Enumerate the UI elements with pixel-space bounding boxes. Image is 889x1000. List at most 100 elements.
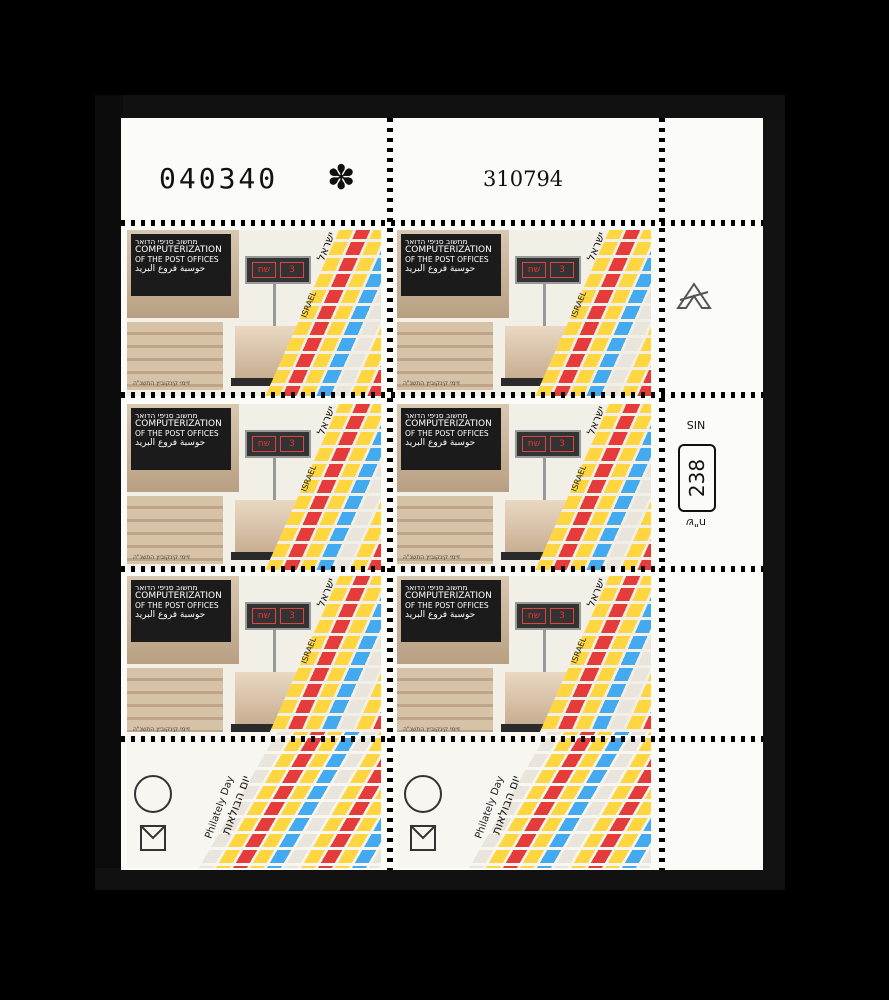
price-display: שח 3 — [515, 602, 581, 630]
screen-english-line2: OF THE POST OFFICES — [405, 255, 489, 264]
display-pole — [273, 628, 276, 674]
display-right: 3 — [280, 436, 304, 452]
display-left: שח — [252, 436, 276, 452]
display-right: 3 — [550, 262, 574, 278]
display-left: שח — [252, 262, 276, 278]
designer-credit: זיימי קינקוביץ התשנ"ה — [133, 554, 191, 561]
designer-credit: זיימי קינקוביץ התשנ"ה — [133, 726, 191, 733]
display-right: 3 — [280, 608, 304, 624]
postal-logo-icon — [676, 282, 712, 309]
stamp: מחשוב סניפי הדואר COMPUTERIZATION OF THE… — [397, 576, 651, 742]
designer-credit: זיימי קינקוביץ התשנ"ה — [403, 726, 461, 733]
screen-hebrew: מחשוב סניפי הדואר — [405, 411, 468, 420]
screen-hebrew: מחשוב סניפי הדואר — [135, 583, 198, 592]
printer — [397, 322, 493, 390]
screen-hebrew: מחשוב סניפי הדואר — [135, 237, 198, 246]
printer — [127, 496, 223, 564]
screen-arabic: حوسبة فروع البريد — [135, 610, 206, 620]
background-shadow-bottom — [95, 868, 785, 890]
scale-base — [231, 724, 303, 732]
screen-hebrew: מחשוב סניפי הדואר — [405, 237, 468, 246]
stamp: מחשוב סניפי הדואר COMPUTERIZATION OF THE… — [397, 230, 651, 396]
scale-base — [501, 724, 573, 732]
scale-base — [501, 552, 573, 560]
price-display: שח 3 — [245, 256, 311, 284]
printer — [397, 668, 493, 736]
designer-credit: זיימי קינקוביץ התשנ"ה — [133, 380, 191, 387]
designer-credit: זיימי קינקוביץ התשנ"ה — [403, 554, 461, 561]
stamp: מחשוב סניפי הדואר COMPUTERIZATION OF THE… — [127, 404, 381, 570]
screen-arabic: حوسبة فروع البريد — [135, 264, 206, 274]
display-right: 3 — [550, 436, 574, 452]
display-left: שח — [522, 608, 546, 624]
stamp: מחשוב סניפי הדואר COMPUTERIZATION OF THE… — [127, 576, 381, 742]
background-shadow-right — [760, 120, 785, 880]
printer — [397, 496, 493, 564]
display-pole — [273, 282, 276, 328]
printer — [127, 668, 223, 736]
perforation-horizontal — [121, 392, 763, 398]
philately-day-tab: יום הבולאות Philately Day — [397, 732, 651, 868]
scale-base — [231, 378, 303, 386]
screen-english-line1: COMPUTERIZATION — [405, 591, 492, 601]
printer — [127, 322, 223, 390]
price-display: שח 3 — [245, 602, 311, 630]
price-display: שח 3 — [245, 430, 311, 458]
scale-base — [231, 552, 303, 560]
stamp-sheet: 040340 ✽ 310794 NIS 238 ש"ח מחשוב סניפי … — [121, 118, 763, 870]
screen-arabic: حوسبة فروع البريد — [135, 438, 206, 448]
screen-english-line1: COMPUTERIZATION — [135, 419, 222, 429]
screen-english-line1: COMPUTERIZATION — [135, 591, 222, 601]
display-right: 3 — [280, 262, 304, 278]
screen-arabic: حوسبة فروع البريد — [405, 610, 476, 620]
perforation-vertical — [659, 118, 665, 870]
monitor-screen: מחשוב סניפי הדואר COMPUTERIZATION OF THE… — [401, 234, 501, 296]
price-display: שח 3 — [515, 256, 581, 284]
perforation-horizontal — [121, 736, 763, 742]
display-pole — [543, 282, 546, 328]
display-left: שח — [522, 436, 546, 452]
designer-credit: זיימי קינקוביץ התשנ"ה — [403, 380, 461, 387]
stamp: מחשוב סניפי הדואר COMPUTERIZATION OF THE… — [397, 404, 651, 570]
display-left: שח — [252, 608, 276, 624]
display-pole — [543, 456, 546, 502]
philately-emblem-icon — [404, 775, 442, 851]
serial-number: 040340 — [159, 162, 279, 195]
price-display: שח 3 — [515, 430, 581, 458]
display-pole — [273, 456, 276, 502]
screen-english-line2: OF THE POST OFFICES — [405, 601, 489, 610]
philately-day-tab: יום הבולאות Philately Day — [127, 732, 381, 868]
screen-english-line2: OF THE POST OFFICES — [135, 255, 219, 264]
stamp: מחשוב סניפי הדואר COMPUTERIZATION OF THE… — [127, 230, 381, 396]
screen-english-line1: COMPUTERIZATION — [405, 245, 492, 255]
value-label-bottom: ש"ח — [685, 516, 707, 529]
value-label-top: NIS — [686, 418, 706, 431]
monitor-screen: מחשוב סניפי הדואר COMPUTERIZATION OF THE… — [401, 580, 501, 642]
screen-english-line1: COMPUTERIZATION — [405, 419, 492, 429]
perforation-horizontal — [121, 220, 763, 226]
display-right: 3 — [550, 608, 574, 624]
asterisk-mark: ✽ — [327, 158, 356, 198]
screen-english-line2: OF THE POST OFFICES — [405, 429, 489, 438]
control-number: 310794 — [483, 167, 564, 191]
monitor-screen: מחשוב סניפי הדואר COMPUTERIZATION OF THE… — [131, 580, 231, 642]
screen-english-line2: OF THE POST OFFICES — [135, 429, 219, 438]
perforation-horizontal — [121, 566, 763, 572]
monitor-screen: מחשוב סניפי הדואר COMPUTERIZATION OF THE… — [401, 408, 501, 470]
display-pole — [543, 628, 546, 674]
screen-arabic: حوسبة فروع البريد — [405, 264, 476, 274]
background-shadow-left — [95, 95, 123, 885]
monitor-screen: מחשוב סניפי הדואר COMPUTERIZATION OF THE… — [131, 408, 231, 470]
monitor-screen: מחשוב סניפי הדואר COMPUTERIZATION OF THE… — [131, 234, 231, 296]
screen-arabic: حوسبة فروع البريد — [405, 438, 476, 448]
display-left: שח — [522, 262, 546, 278]
screen-english-line1: COMPUTERIZATION — [135, 245, 222, 255]
sheet-value: 238 — [685, 458, 709, 498]
philately-emblem-icon — [134, 775, 172, 851]
scale-base — [501, 378, 573, 386]
screen-english-line2: OF THE POST OFFICES — [135, 601, 219, 610]
perforation-vertical — [387, 118, 393, 870]
screen-hebrew: מחשוב סניפי הדואר — [135, 411, 198, 420]
sheet-value-box: 238 — [678, 444, 716, 512]
screen-hebrew: מחשוב סניפי הדואר — [405, 583, 468, 592]
